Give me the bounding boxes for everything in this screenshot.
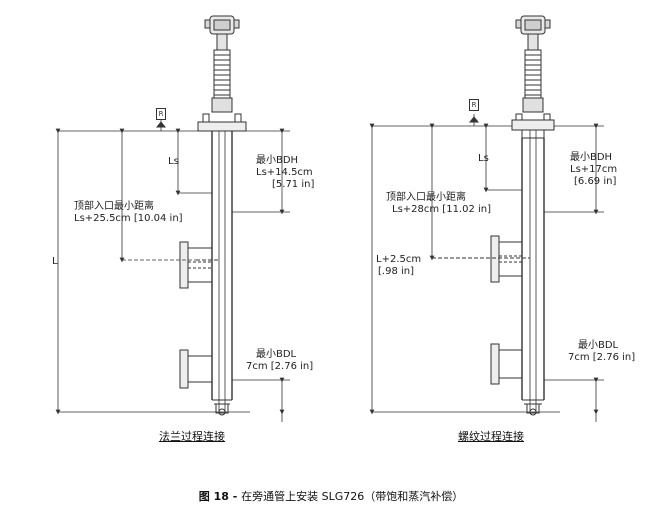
left-top-entry-value: Ls+25.5cm [10.04 in] xyxy=(74,213,183,224)
right-diagram xyxy=(369,15,604,422)
figure-number: 图 18 xyxy=(198,490,229,503)
right-total-length-label-in: [.98 in] xyxy=(378,266,415,277)
right-min-bdh-in: [6.69 in] xyxy=(574,176,617,187)
figure-caption: 图 18 - 在旁通管上安装 SLG726（带饱和蒸汽补偿） xyxy=(0,488,662,504)
right-min-bdl-title: 最小BDL xyxy=(578,340,619,351)
right-ls-label: Ls xyxy=(478,153,489,164)
right-ref-marker xyxy=(468,114,480,126)
right-top-threaded-cap xyxy=(511,113,555,139)
left-total-length-label: L xyxy=(52,256,58,267)
right-lower-connection xyxy=(490,343,522,385)
figure-separator: - xyxy=(228,490,242,503)
right-chamber xyxy=(521,130,545,416)
left-min-bdh-cm: Ls+14.5cm xyxy=(256,167,313,178)
left-ls-label: Ls xyxy=(168,156,179,167)
left-min-bdl-value: 7cm [2.76 in] xyxy=(246,361,314,372)
left-chamber xyxy=(211,131,233,416)
left-min-bdh-title: 最小BDH xyxy=(256,155,299,166)
right-top-entry-title: 顶部入口最小距离 xyxy=(386,192,466,203)
left-dimension-lines xyxy=(55,128,290,422)
left-min-bdl-title: 最小BDL xyxy=(256,349,297,360)
right-top-entry-value: Ls+28cm [11.02 in] xyxy=(392,204,492,215)
left-transmitter-head xyxy=(204,15,240,113)
left-min-bdh-in: [5.71 in] xyxy=(272,179,315,190)
left-top-flange xyxy=(197,113,247,132)
right-min-bdl-value: 7cm [2.76 in] xyxy=(568,352,636,363)
left-top-entry-title: 顶部入口最小距离 xyxy=(74,201,154,212)
left-lower-connection xyxy=(179,349,212,389)
figure-title: 在旁通管上安装 SLG726（带饱和蒸汽补偿） xyxy=(241,490,464,503)
right-min-bdh-title: 最小BDH xyxy=(570,152,613,163)
right-upper-connection xyxy=(432,235,530,283)
left-ref-marker xyxy=(155,120,167,131)
left-diagram xyxy=(55,15,290,422)
left-caption: 法兰过程连接 xyxy=(159,430,225,443)
right-dimension-lines xyxy=(369,123,604,422)
right-min-bdh-cm: Ls+17cm xyxy=(570,164,618,175)
left-upper-connection xyxy=(179,241,220,289)
right-total-length-label: L+2.5cm xyxy=(376,254,422,265)
left-ref-box: R xyxy=(156,108,166,120)
right-transmitter-head xyxy=(515,15,551,113)
right-ref-box: R xyxy=(469,99,479,111)
right-caption: 螺纹过程连接 xyxy=(458,430,524,443)
